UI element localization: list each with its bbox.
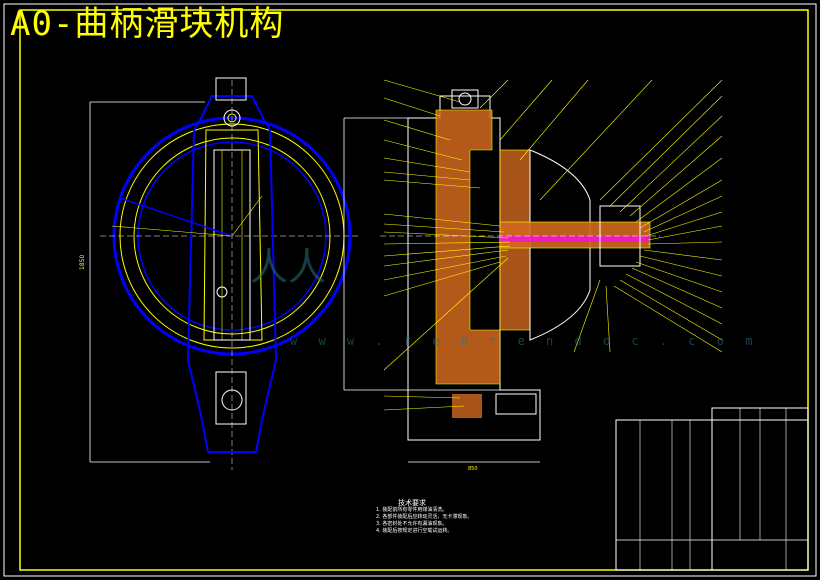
middle-view-section: 850 bbox=[343, 89, 660, 472]
leader-lines-left bbox=[383, 79, 511, 411]
notes-line: 2. 各部件装配后应转动灵活，无卡滞现象。 bbox=[376, 514, 473, 520]
svg-text:850: 850 bbox=[468, 466, 478, 472]
notes-heading: 技术要求 bbox=[398, 499, 426, 507]
svg-text:1850: 1850 bbox=[79, 255, 86, 270]
watermark: 人人 bbox=[250, 245, 327, 289]
outer-border bbox=[3, 3, 817, 577]
notes-line: 4. 装配后按规定进行空载试运转。 bbox=[376, 528, 453, 534]
inner-border bbox=[19, 9, 809, 571]
parts-list-table bbox=[615, 407, 809, 571]
technical-notes: 技术要求 1. 装配前所有零件用煤油清洗。 2. 各部件装配后应转动灵活，无卡滞… bbox=[376, 500, 472, 535]
leader-lines-right bbox=[479, 79, 723, 353]
left-view-crank: 1850 bbox=[79, 77, 360, 470]
notes-line: 3. 各密封处不允许有漏油现象。 bbox=[376, 521, 448, 527]
watermark-url: w w w . r e n r e n d o c . c o m bbox=[290, 334, 760, 348]
notes-line: 1. 装配前所有零件用煤油清洗。 bbox=[376, 507, 448, 513]
